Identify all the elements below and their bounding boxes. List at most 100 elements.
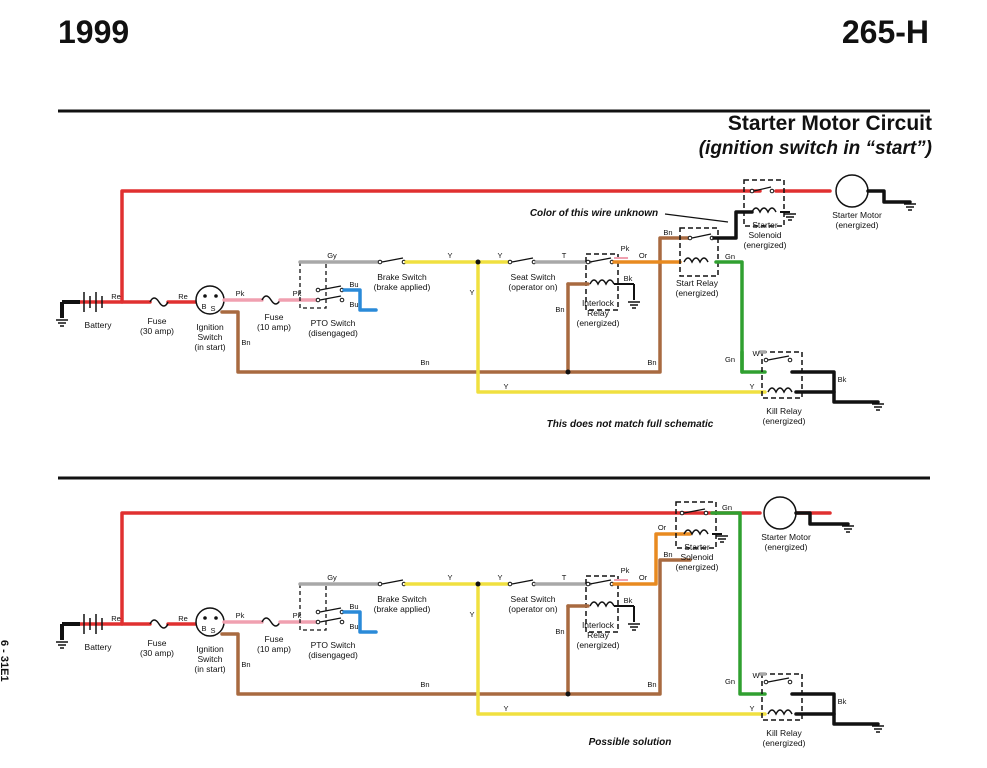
wire-brown-start xyxy=(220,558,692,696)
ign-pin-s: S xyxy=(210,304,215,313)
brake-contact-icon xyxy=(381,579,404,585)
pto-label: PTO Switch xyxy=(311,640,356,650)
start-relay-box xyxy=(679,227,719,277)
wire-label: Bn xyxy=(420,358,429,367)
solenoid-contact-icon xyxy=(749,188,755,194)
pto-contact-icon xyxy=(319,607,342,613)
interlock-relay-label: Relay xyxy=(587,308,609,318)
starter-motor-label: Starter Motor xyxy=(761,532,811,542)
wire-motor-gnd xyxy=(794,511,850,526)
fuse-30-label: (30 amp) xyxy=(140,326,174,336)
wire-label: Y xyxy=(497,573,502,582)
kill-coil-icon xyxy=(767,709,793,716)
interlock-relay-label: Interlock xyxy=(582,620,615,630)
pto-contact-icon xyxy=(319,295,342,301)
start-relay-contact-icon xyxy=(691,233,712,239)
fuse-30-label: Fuse xyxy=(148,316,167,326)
interlock-relay-label: (energized) xyxy=(577,640,620,650)
seat-switch-label: (operator on) xyxy=(508,604,557,614)
solenoid-label: Starter xyxy=(684,542,710,552)
ignition-label: (in start) xyxy=(194,664,225,674)
interlock-relay-label: Interlock xyxy=(582,298,615,308)
junction-dot xyxy=(475,581,481,587)
wire-label: Y xyxy=(749,382,754,391)
battery-label: Battery xyxy=(85,642,113,652)
note-wire-unknown: Color of this wire unknown xyxy=(530,208,658,219)
wire-label: Re xyxy=(111,614,121,623)
brake-contact-icon xyxy=(377,581,383,587)
wire-label: Bu xyxy=(349,280,358,289)
ignition-switch-icon xyxy=(214,294,218,298)
wire-blue-pto xyxy=(342,288,378,312)
wire-black-kill xyxy=(790,692,836,716)
model-year: 1999 xyxy=(58,14,130,50)
note-solution: Possible solution xyxy=(589,737,672,748)
solenoid-contact-icon xyxy=(679,510,685,516)
seat-switch-label: Seat Switch xyxy=(511,594,556,604)
brake-contact-icon xyxy=(377,259,383,265)
interlock-contact-icon xyxy=(585,259,591,265)
fuse-icon xyxy=(149,619,169,629)
battery-label: Battery xyxy=(85,320,113,330)
wire-label: Bn xyxy=(663,550,672,559)
solenoid-label: Solenoid xyxy=(680,552,713,562)
wire-green xyxy=(714,260,767,374)
wire-label: Bn xyxy=(555,305,564,314)
annotation-arrow xyxy=(664,213,729,223)
start-relay-label: (energized) xyxy=(676,288,719,298)
pto-label: (disengaged) xyxy=(308,328,358,338)
wire-label: Or xyxy=(639,251,648,260)
wire-label: Bn xyxy=(647,358,656,367)
fuse-30-label: Fuse xyxy=(148,638,167,648)
solenoid-contact-icon xyxy=(753,186,772,192)
interlock-relay-box xyxy=(585,253,619,311)
pto-contact-icon xyxy=(315,609,321,615)
kill-contact-icon xyxy=(767,677,790,683)
brake-switch-label: Brake Switch xyxy=(377,594,427,604)
kill-contact-icon xyxy=(787,357,793,363)
wire-label: T xyxy=(562,251,567,260)
fuse-icon xyxy=(261,617,281,627)
solenoid-box xyxy=(675,501,717,549)
wire-label: Y xyxy=(497,251,502,260)
wire-label: Pk xyxy=(621,244,630,253)
wire-label: Gn xyxy=(722,503,732,512)
ign-pin-b: B xyxy=(201,624,206,633)
ignition-switch-icon xyxy=(203,294,207,298)
wire-label: W xyxy=(752,349,760,358)
ignition-switch-icon xyxy=(203,616,207,620)
seat-contact-icon xyxy=(507,581,513,587)
fuse-30-label: (30 amp) xyxy=(140,648,174,658)
pto-label: (disengaged) xyxy=(308,650,358,660)
interlock-relay-box xyxy=(585,575,619,633)
wire-label: Gn xyxy=(725,677,735,686)
interlock-coil-icon xyxy=(589,279,615,286)
wire-black-kill-gnd xyxy=(832,712,880,726)
wire-label: Or xyxy=(639,573,648,582)
kill-relay-label: Kill Relay xyxy=(766,406,802,416)
fuse-10-label: (10 amp) xyxy=(257,644,291,654)
fuse-10-label: Fuse xyxy=(265,312,284,322)
wire-label: Pk xyxy=(236,611,245,620)
ign-pin-s: S xyxy=(210,626,215,635)
ignition-label: (in start) xyxy=(194,342,225,352)
pto-switch-box xyxy=(299,583,327,631)
ignition-label: Ignition xyxy=(196,322,224,332)
brake-switch-label: (brake applied) xyxy=(374,604,431,614)
wire-label: Y xyxy=(469,610,474,619)
wire-label: Re xyxy=(111,292,121,301)
interlock-contact-icon xyxy=(589,257,612,263)
interlock-contact-icon xyxy=(585,581,591,587)
solenoid-contact-icon xyxy=(683,508,706,514)
kill-contact-icon xyxy=(763,357,769,363)
wire-yellow-kill xyxy=(476,260,767,394)
solenoid-contact-icon xyxy=(769,188,775,194)
wire-blue-pto xyxy=(342,610,378,634)
wire-label: Y xyxy=(503,704,508,713)
junction-dot xyxy=(475,259,481,265)
ignition-label: Switch xyxy=(197,332,222,342)
wire-label: Gn xyxy=(725,355,735,364)
